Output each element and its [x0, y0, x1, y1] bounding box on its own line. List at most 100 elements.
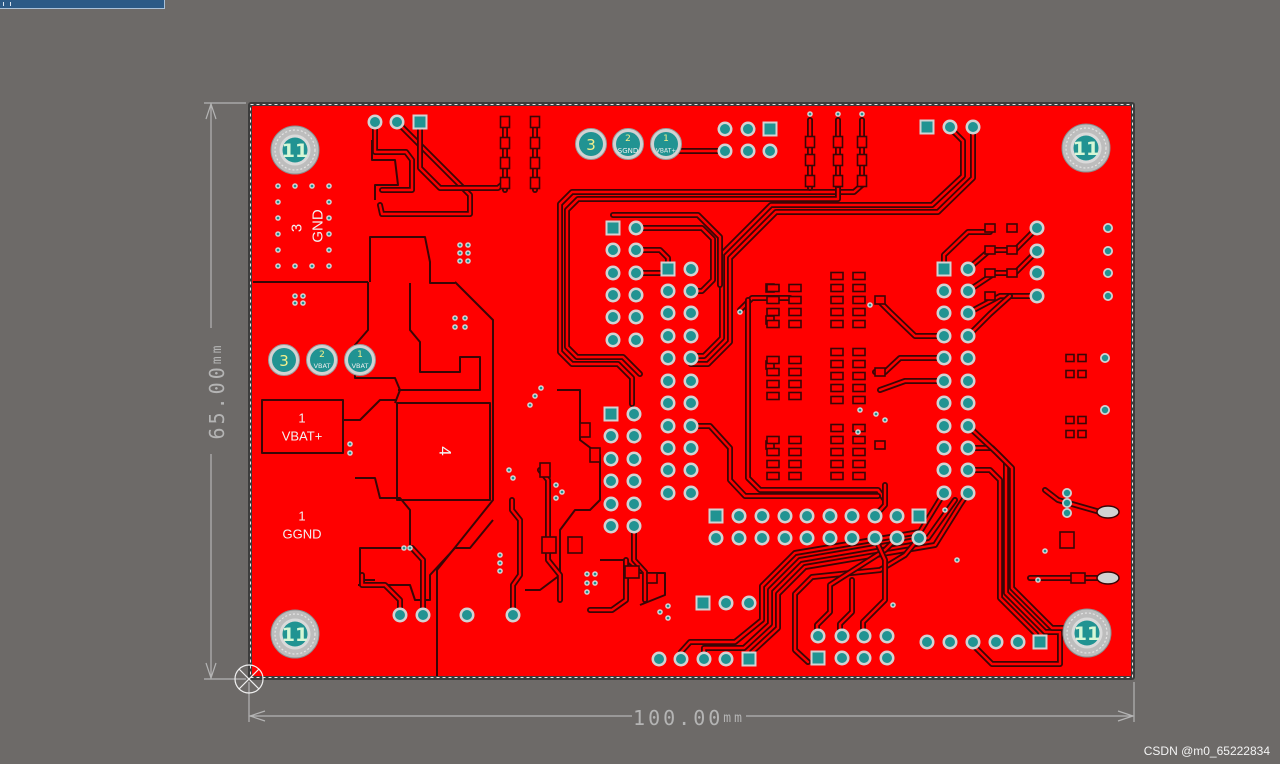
round-pad[interactable]	[628, 332, 644, 348]
square-pad[interactable]	[741, 651, 757, 667]
smd-pad[interactable]	[830, 347, 844, 357]
smd-pad[interactable]	[830, 471, 844, 481]
smd-pad[interactable]	[766, 447, 780, 457]
via[interactable]	[326, 215, 332, 221]
smd-pad[interactable]	[1006, 268, 1018, 278]
round-pad[interactable]	[717, 121, 733, 137]
smd-pad[interactable]	[529, 115, 541, 129]
small-pad[interactable]	[1062, 488, 1072, 498]
smd-pad[interactable]	[874, 367, 886, 377]
round-pad[interactable]	[683, 373, 699, 389]
smd-pad[interactable]	[830, 459, 844, 469]
connector-pad[interactable]	[344, 344, 376, 376]
square-pad[interactable]	[810, 650, 826, 666]
round-pad[interactable]	[718, 595, 734, 611]
round-pad[interactable]	[965, 634, 981, 650]
smd-pad[interactable]	[788, 459, 802, 469]
via[interactable]	[275, 263, 281, 269]
smd-pad[interactable]	[856, 135, 868, 149]
smd-pad[interactable]	[830, 283, 844, 293]
smd-pad[interactable]	[852, 383, 866, 393]
round-pad[interactable]	[683, 485, 699, 501]
small-pad[interactable]	[1100, 405, 1110, 415]
round-pad[interactable]	[960, 350, 976, 366]
via[interactable]	[584, 571, 590, 577]
via[interactable]	[326, 263, 332, 269]
via[interactable]	[465, 250, 471, 256]
connector-pad[interactable]	[650, 128, 682, 160]
square-pad[interactable]	[412, 114, 428, 130]
round-pad[interactable]	[415, 607, 431, 623]
round-pad[interactable]	[960, 373, 976, 389]
smd-pad[interactable]	[830, 359, 844, 369]
round-pad[interactable]	[936, 305, 952, 321]
round-pad[interactable]	[628, 287, 644, 303]
smd-pad[interactable]	[1065, 369, 1075, 379]
via[interactable]	[457, 258, 463, 264]
round-pad[interactable]	[856, 628, 872, 644]
round-pad[interactable]	[660, 350, 676, 366]
round-pad[interactable]	[960, 395, 976, 411]
round-pad[interactable]	[740, 121, 756, 137]
via[interactable]	[309, 263, 315, 269]
round-pad[interactable]	[628, 309, 644, 325]
round-pad[interactable]	[822, 508, 838, 524]
round-pad[interactable]	[919, 634, 935, 650]
round-pad[interactable]	[960, 283, 976, 299]
smd-pad[interactable]	[984, 245, 996, 255]
round-pad[interactable]	[660, 440, 676, 456]
round-pad[interactable]	[626, 473, 642, 489]
smd-pad[interactable]	[830, 319, 844, 329]
smd-pad[interactable]	[529, 136, 541, 150]
round-pad[interactable]	[762, 143, 778, 159]
smd-pad[interactable]	[589, 447, 601, 463]
smd-pad[interactable]	[579, 422, 591, 438]
round-pad[interactable]	[960, 305, 976, 321]
round-pad[interactable]	[965, 119, 981, 135]
smd-pad[interactable]	[852, 471, 866, 481]
round-pad[interactable]	[741, 595, 757, 611]
round-pad[interactable]	[936, 485, 952, 501]
round-pad[interactable]	[740, 143, 756, 159]
dimension-height[interactable]	[204, 102, 246, 680]
via[interactable]	[309, 183, 315, 189]
round-pad[interactable]	[1010, 634, 1026, 650]
smd-pad[interactable]	[788, 471, 802, 481]
via[interactable]	[326, 199, 332, 205]
round-pad[interactable]	[683, 395, 699, 411]
smd-pad[interactable]	[832, 153, 844, 167]
via[interactable]	[665, 603, 671, 609]
round-pad[interactable]	[834, 628, 850, 644]
smd-pad[interactable]	[830, 435, 844, 445]
round-pad[interactable]	[942, 634, 958, 650]
via[interactable]	[497, 552, 503, 558]
via[interactable]	[527, 402, 533, 408]
smd-pad[interactable]	[874, 440, 886, 450]
via[interactable]	[882, 417, 888, 423]
round-pad[interactable]	[1029, 288, 1045, 304]
round-pad[interactable]	[626, 518, 642, 534]
round-pad[interactable]	[603, 518, 619, 534]
round-pad[interactable]	[960, 462, 976, 478]
smd-pad[interactable]	[766, 471, 780, 481]
via[interactable]	[462, 315, 468, 321]
round-pad[interactable]	[754, 508, 770, 524]
round-pad[interactable]	[660, 485, 676, 501]
smd-pad[interactable]	[788, 355, 802, 365]
panel-grip-icon[interactable]	[3, 2, 11, 6]
smd-pad[interactable]	[1077, 353, 1087, 363]
via[interactable]	[457, 242, 463, 248]
smd-pad[interactable]	[499, 176, 511, 190]
round-pad[interactable]	[810, 628, 826, 644]
round-pad[interactable]	[605, 332, 621, 348]
mounting-hole[interactable]	[270, 609, 320, 659]
round-pad[interactable]	[683, 440, 699, 456]
via[interactable]	[326, 231, 332, 237]
via[interactable]	[510, 475, 516, 481]
dimension-width[interactable]	[248, 682, 1135, 722]
round-pad[interactable]	[822, 530, 838, 546]
round-pad[interactable]	[660, 418, 676, 434]
smd-pad[interactable]	[499, 115, 511, 129]
via[interactable]	[465, 258, 471, 264]
